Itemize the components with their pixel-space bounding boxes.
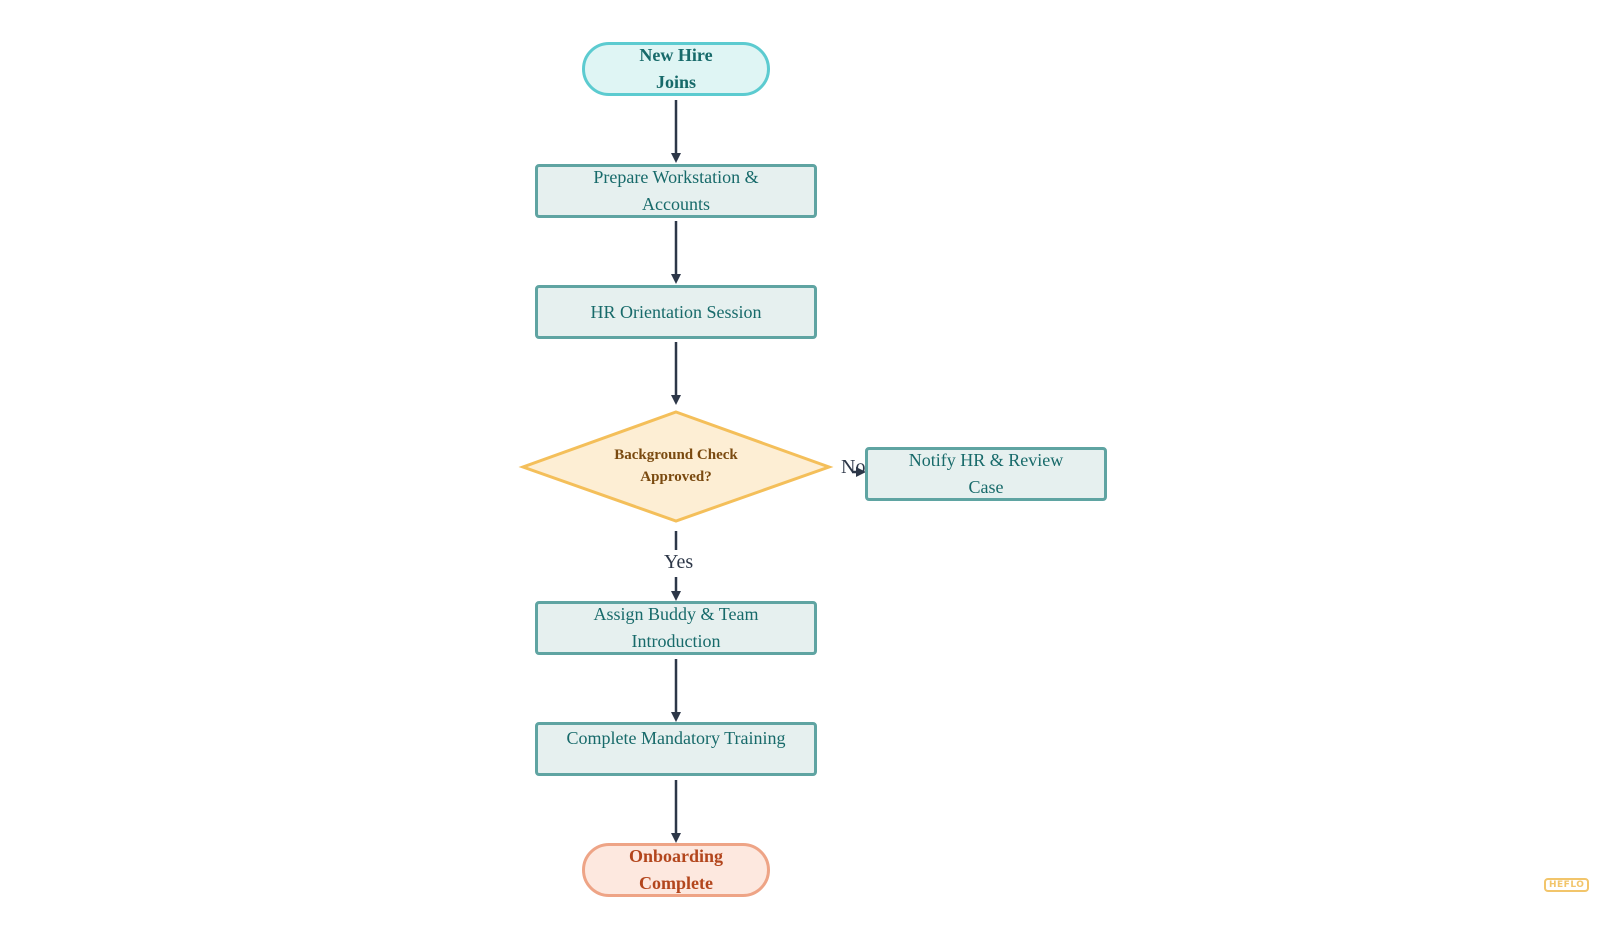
background-check-decision: Background Check Approved? — [614, 447, 738, 485]
hr-orientation-step: HR Orientation Session — [535, 285, 817, 339]
no-branch-label: No — [841, 456, 866, 478]
assign-buddy-step: Assign Buddy & Team Introduction — [535, 601, 817, 655]
mandatory-training-step: Complete Mandatory Training — [535, 722, 817, 776]
yes-branch-label: Yes — [664, 551, 694, 573]
decision-diamond — [518, 410, 834, 523]
end-node: Onboarding Complete — [582, 843, 770, 897]
prepare-workstation-step: Prepare Workstation & Accounts — [535, 164, 817, 218]
start-node: New Hire Joins — [582, 42, 770, 96]
notify-hr-step: Notify HR & Review Case — [865, 447, 1107, 501]
heflo-logo: HEFLO — [1544, 878, 1590, 892]
